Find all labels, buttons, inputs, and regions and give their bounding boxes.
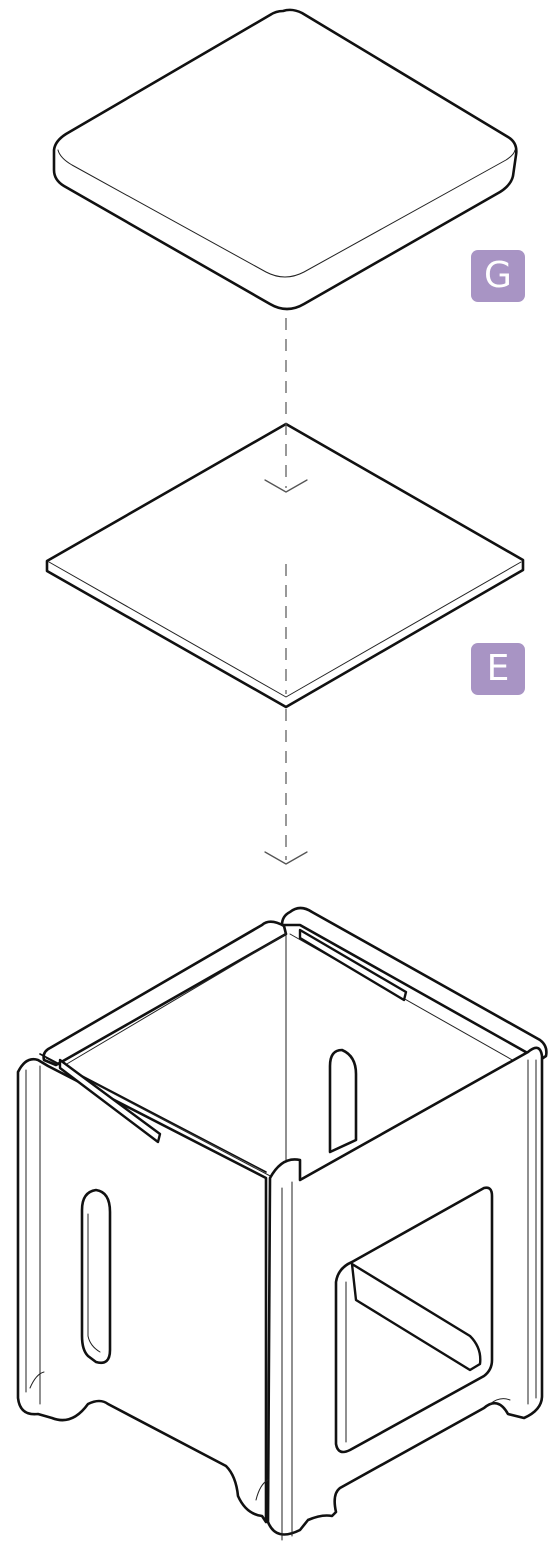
part-label-e: E [471, 643, 525, 695]
part-label-e-text: E [486, 648, 510, 689]
part-label-g: G [471, 250, 525, 302]
arrow-down-icon [264, 479, 308, 493]
part-label-g-text: G [484, 255, 512, 296]
assembly-guides [264, 318, 308, 865]
arrow-down-icon [264, 851, 308, 865]
top-board-part [45, 422, 525, 709]
frame-part [16, 906, 548, 1541]
cushion-part [52, 8, 518, 311]
